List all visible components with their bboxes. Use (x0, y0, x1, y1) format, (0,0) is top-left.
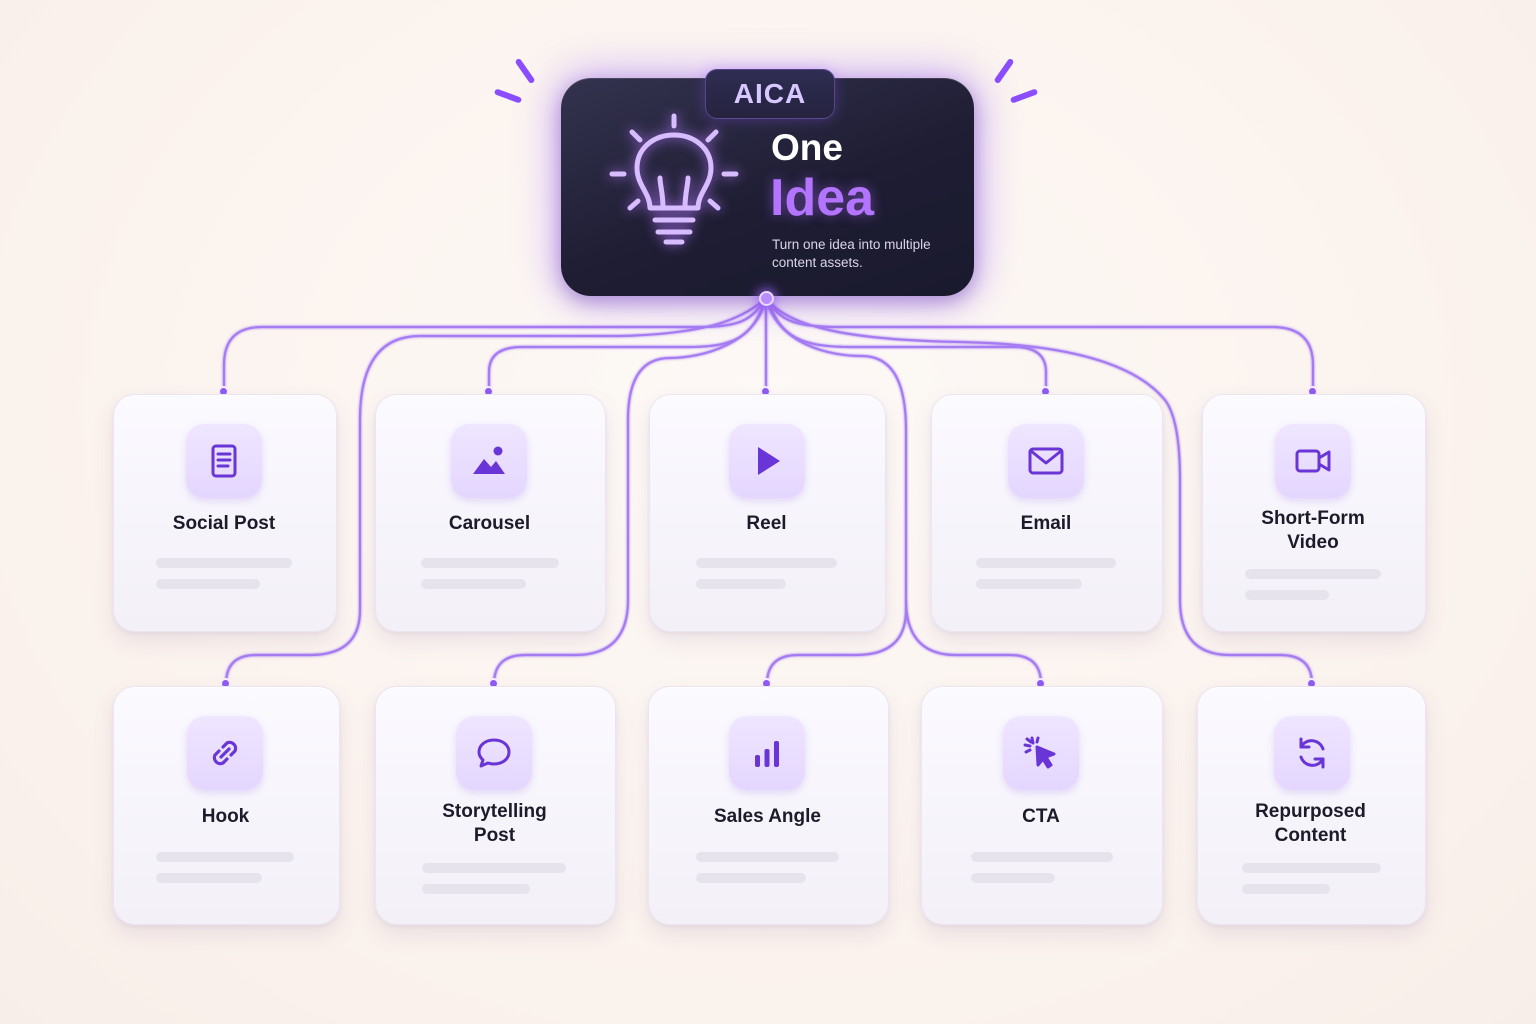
placeholder-line (976, 558, 1116, 568)
play-icon (729, 424, 805, 498)
placeholder-line (696, 852, 839, 862)
placeholder-line (156, 873, 262, 883)
hub-description: Turn one idea into multiple content asse… (772, 237, 931, 270)
card-label-cta: CTA (1022, 806, 1060, 827)
refresh-icon (1274, 716, 1350, 790)
card-label-sales-angle: Sales Angle (713, 806, 821, 827)
card-label-short-form-video: Short-Form Video (1261, 508, 1365, 553)
lightbulb-icon (609, 113, 739, 245)
mail-icon (1008, 424, 1084, 498)
placeholder-line (976, 579, 1082, 589)
placeholder-line (156, 579, 260, 589)
card-label-email: Email (1020, 513, 1072, 534)
connector-storytelling (492, 296, 768, 686)
placeholder-line (1245, 569, 1381, 579)
connector-repurposed (764, 296, 1314, 686)
brand-tab: AICA (705, 69, 835, 119)
placeholder-line (696, 873, 806, 883)
card-label-social-post: Social Post (172, 513, 276, 534)
placeholder-line (696, 558, 837, 568)
bar-chart-icon (729, 716, 805, 790)
placeholder-line (421, 558, 559, 568)
placeholder-line (971, 873, 1055, 883)
card-label-repurposed-content: Repurposed Content (1255, 801, 1366, 846)
placeholder-line (971, 852, 1113, 862)
hub-title-one: One (771, 127, 843, 168)
video-camera-icon (1275, 424, 1351, 498)
chat-bubble-icon (456, 716, 532, 790)
card-label-reel: Reel (746, 513, 787, 534)
placeholder-line (1242, 884, 1330, 894)
placeholder-line (422, 884, 530, 894)
image-icon (451, 424, 527, 498)
document-icon (186, 424, 262, 498)
link-icon (187, 716, 263, 790)
connector-sales-angle (764, 296, 908, 686)
card-label-carousel: Carousel (448, 513, 531, 534)
placeholder-line (1245, 590, 1329, 600)
connector-social-post (222, 296, 768, 394)
connector-cta (904, 598, 1043, 686)
connector-short-form-video (764, 296, 1315, 394)
placeholder-line (421, 579, 526, 589)
card-label-hook: Hook (201, 806, 250, 827)
placeholder-line (156, 852, 294, 862)
hub-title-idea: Idea (770, 169, 875, 227)
placeholder-line (422, 863, 566, 873)
placeholder-line (1242, 863, 1381, 873)
card-label-storytelling-post: Storytelling Post (442, 801, 547, 846)
placeholder-line (696, 579, 786, 589)
cursor-click-icon (1003, 716, 1079, 790)
placeholder-line (156, 558, 292, 568)
connector-hook (224, 296, 768, 686)
hub-connector-node (759, 291, 774, 306)
